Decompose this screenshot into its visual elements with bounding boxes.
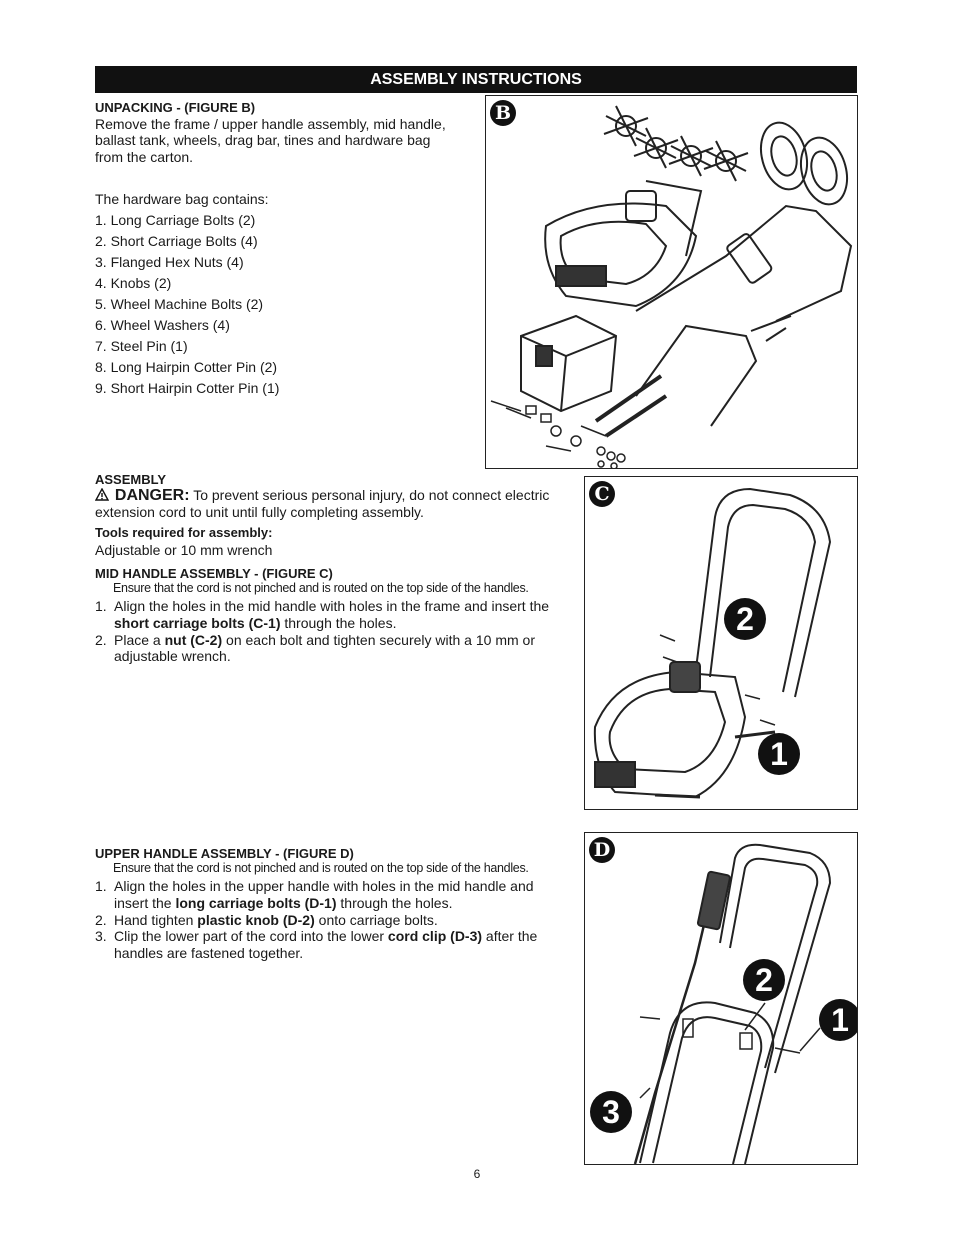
- unpacking-section: UNPACKING - (FIGURE B) Remove the frame …: [95, 100, 475, 166]
- hardware-intro: The hardware bag contains:: [95, 191, 269, 207]
- danger-block: DANGER: To prevent serious personal inju…: [95, 486, 575, 505]
- step-text-part: Place a: [114, 631, 165, 648]
- step-text-part: through the holes.: [336, 894, 453, 911]
- tiller-body-icon: [593, 661, 776, 799]
- unpacking-heading: UNPACKING - (FIGURE B): [95, 100, 256, 115]
- upper-handle-heading: UPPER HANDLE ASSEMBLY - (FIGURE D): [95, 846, 354, 861]
- callout-leader-lines: [639, 1002, 821, 1099]
- figure-c-illustration: [593, 487, 832, 799]
- step-text-part: on each bolt and tighten securely with a…: [222, 631, 535, 648]
- frame-body-icon: [544, 180, 703, 308]
- step-bold: long carriage bolts (D-1): [175, 894, 337, 911]
- figure-b-badge: B: [490, 100, 516, 126]
- hardware-item: 7. Steel Pin (1): [95, 338, 188, 354]
- figure-d-badge: D: [589, 837, 615, 863]
- handle-frame-icon: [694, 487, 832, 698]
- tools-heading: Tools required for assembly:: [95, 525, 273, 540]
- mid-handle-icon: [639, 1001, 775, 1164]
- step-text: adjustable wrench.: [114, 648, 231, 665]
- upper-handle-steps: 1. Align the holes in the upper handle w…: [95, 878, 575, 962]
- assembly-heading: ASSEMBLY: [95, 472, 167, 487]
- step-item: 2. Place a nut (C-2) on each bolt and ti…: [95, 632, 575, 666]
- step-number: 3.: [95, 928, 107, 945]
- hardware-item: 6. Wheel Washers (4): [95, 317, 230, 333]
- figure-b: B: [485, 95, 858, 469]
- step-number: 2.: [95, 631, 107, 648]
- unpacking-line: Remove the frame / upper handle assembly…: [95, 115, 446, 132]
- hardware-item: 2. Short Carriage Bolts (4): [95, 233, 258, 249]
- wheel-icon: [759, 121, 849, 206]
- callout-d2: 2: [743, 959, 785, 1001]
- figure-c: C 2 1: [584, 476, 858, 810]
- ballast-tank-icon: [520, 314, 618, 413]
- figure-d: D 2 1 3: [584, 832, 858, 1165]
- cord-icon: [633, 870, 731, 1164]
- danger-label: DANGER:: [114, 487, 190, 504]
- step-text-part: after the: [482, 928, 538, 945]
- step-item: 1. Align the holes in the mid handle wit…: [95, 598, 575, 632]
- step-text: short carriage bolts (C-1) through the h…: [114, 615, 575, 632]
- step-text-part: Clip the lower part of the cord into the…: [114, 928, 388, 945]
- step-bold: nut (C-2): [164, 631, 223, 648]
- step-text: Hand tighten plastic knob (D-2) onto car…: [114, 912, 575, 929]
- step-text: Align the holes in the upper handle with…: [114, 878, 534, 894]
- hardware-item: 5. Wheel Machine Bolts (2): [95, 296, 264, 312]
- carriage-bolt-icon: [639, 1016, 801, 1054]
- step-number: 1.: [95, 598, 107, 614]
- drag-bar-icon: [594, 374, 663, 423]
- figure-c-badge: C: [589, 481, 615, 507]
- danger-text: To prevent serious personal injury, do n…: [193, 487, 550, 503]
- callout-c1: 1: [758, 733, 800, 775]
- step-text: handles are fastened together.: [114, 945, 304, 962]
- hardware-item: 1. Long Carriage Bolts (2): [95, 212, 256, 228]
- tools-text: Adjustable or 10 mm wrench: [95, 542, 273, 558]
- carriage-bolt-icon: [659, 634, 776, 726]
- step-text: Align the holes in the mid handle with h…: [114, 598, 550, 614]
- step-text-part: insert the: [114, 894, 176, 911]
- mid-handle-note: Ensure that the cord is not pinched and …: [113, 581, 529, 595]
- hardware-item: 8. Long Hairpin Cotter Pin (2): [95, 359, 278, 375]
- mid-handle-heading: MID HANDLE ASSEMBLY - (FIGURE C): [95, 566, 333, 581]
- step-item: 1. Align the holes in the upper handle w…: [95, 878, 575, 912]
- callout-d3: 3: [590, 1091, 632, 1133]
- step-number: 1.: [95, 878, 107, 894]
- upper-handle-icon: [635, 204, 853, 322]
- step-bold: plastic knob (D-2): [197, 911, 315, 928]
- section-banner: ASSEMBLY INSTRUCTIONS: [95, 66, 857, 93]
- upper-handle-icon: [719, 843, 832, 1074]
- figure-b-illustration: [490, 105, 853, 468]
- upper-handle-note: Ensure that the cord is not pinched and …: [113, 861, 529, 875]
- unpacking-line: ballast tank, wheels, drag bar, tines an…: [95, 132, 431, 149]
- step-bold: short carriage bolts (C-1): [114, 614, 281, 631]
- hardware-item: 9. Short Hairpin Cotter Pin (1): [95, 380, 280, 396]
- danger-text-line2: extension cord to unit until fully compl…: [95, 504, 424, 520]
- mid-handle-icon: [635, 315, 792, 427]
- hardware-list: 1. Long Carriage Bolts (2) 2. Short Carr…: [95, 212, 475, 401]
- step-text-part: onto carriage bolts.: [314, 911, 438, 928]
- step-item: 2. Hand tighten plastic knob (D-2) onto …: [95, 912, 575, 929]
- page-number: 6: [473, 1167, 481, 1181]
- hardware-item: 4. Knobs (2): [95, 275, 172, 291]
- callout-c2: 2: [724, 598, 766, 640]
- figure-d-illustration: [633, 843, 832, 1164]
- step-text-part: Hand tighten: [114, 911, 198, 928]
- callout-d1: 1: [819, 999, 857, 1041]
- hardware-icon: [490, 400, 626, 468]
- tine-icon: [603, 105, 749, 182]
- mid-handle-steps: 1. Align the holes in the mid handle wit…: [95, 598, 575, 665]
- step-item: 3. Clip the lower part of the cord into …: [95, 928, 575, 962]
- step-text: Place a nut (C-2) on each bolt and tight…: [114, 632, 575, 649]
- step-text: insert the long carriage bolts (D-1) thr…: [114, 895, 575, 912]
- step-text-part: through the holes.: [280, 614, 397, 631]
- unpacking-line: from the carton.: [95, 149, 194, 166]
- warning-triangle-icon: [95, 487, 115, 503]
- step-number: 2.: [95, 911, 107, 928]
- step-bold: cord clip (D-3): [387, 928, 483, 945]
- hardware-item: 3. Flanged Hex Nuts (4): [95, 254, 244, 270]
- step-text: Clip the lower part of the cord into the…: [114, 928, 575, 945]
